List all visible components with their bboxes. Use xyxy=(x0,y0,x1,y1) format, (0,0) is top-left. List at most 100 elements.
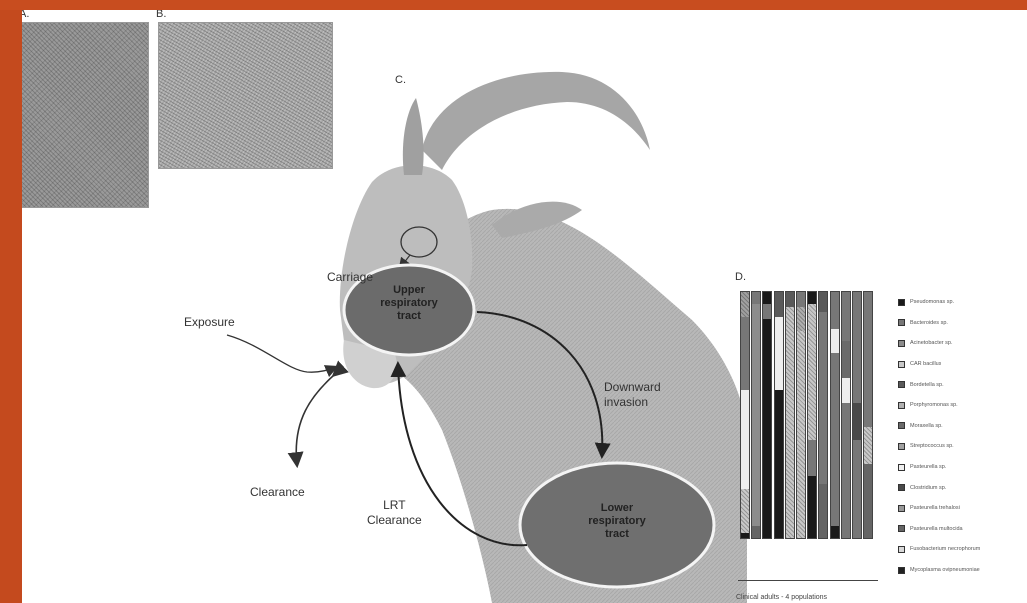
legend-item: Porphyromonas sp. xyxy=(898,395,1027,416)
bar-10-segment-4 xyxy=(842,403,850,538)
chart-caption: Clinical adults - 4 populations xyxy=(736,594,827,601)
bar-10-segment-3 xyxy=(842,378,850,403)
legend-swatch xyxy=(898,525,905,532)
stacked-bar-10 xyxy=(841,291,851,539)
legend-label: Moraxella sp. xyxy=(910,423,943,429)
legend-swatch xyxy=(898,567,905,574)
legend-label: Mycoplasma ovipneumoniae xyxy=(910,567,980,573)
legend-label: Acinetobacter sp. xyxy=(910,340,953,346)
bar-9-segment-3 xyxy=(831,353,839,525)
sheep-horn xyxy=(422,72,650,170)
bar-4-segment-2 xyxy=(775,317,783,391)
legend-swatch xyxy=(898,361,905,368)
stacked-bar-3 xyxy=(762,291,772,539)
stacked-bar-2 xyxy=(751,291,761,539)
legend-label: Pasteurella sp. xyxy=(910,464,946,470)
bar-8-segment-2 xyxy=(819,312,827,484)
legend-swatch xyxy=(898,402,905,409)
bar-12-segment-3 xyxy=(864,464,872,538)
bar-11-segment-3 xyxy=(853,440,861,538)
legend-label: Pasteurella trehalosi xyxy=(910,505,960,511)
stacked-bar-chart xyxy=(740,291,872,539)
slide-top-border xyxy=(0,0,1027,10)
bar-11-segment-1 xyxy=(853,292,861,403)
bar-12-segment-1 xyxy=(864,292,872,427)
bar-7-segment-4 xyxy=(808,476,816,538)
bar-1-segment-2 xyxy=(741,317,749,391)
bar-12-segment-2 xyxy=(864,427,872,464)
legend-item: CAR bacillus xyxy=(898,354,1027,375)
bar-6-segment-1 xyxy=(797,292,805,307)
bar-4-segment-1 xyxy=(775,292,783,317)
bar-7-segment-2 xyxy=(808,304,816,439)
legend-item: Fusobacterium necrophorum xyxy=(898,539,1027,560)
group-rule xyxy=(738,580,878,581)
bar-10-segment-2 xyxy=(842,341,850,378)
stacked-bar-12 xyxy=(863,291,873,539)
carriage-label: Carriage xyxy=(327,270,373,285)
legend-swatch xyxy=(898,319,905,326)
stacked-bar-9 xyxy=(830,291,840,539)
bar-8-segment-3 xyxy=(819,484,827,538)
stacked-bar-8 xyxy=(818,291,828,539)
legend-label: Fusobacterium necrophorum xyxy=(910,546,980,552)
legend-label: Porphyromonas sp. xyxy=(910,402,958,408)
stacked-bar-5 xyxy=(785,291,795,539)
legend-label: CAR bacillus xyxy=(910,361,941,367)
stacked-bar-7 xyxy=(807,291,817,539)
legend-swatch xyxy=(898,381,905,388)
bar-5-segment-1 xyxy=(786,292,794,307)
bar-2-segment-2 xyxy=(752,304,760,525)
legend-item: Pasteurella multocida xyxy=(898,519,1027,540)
legend-label: Streptococcus sp. xyxy=(910,443,954,449)
legend-swatch xyxy=(898,505,905,512)
legend-swatch xyxy=(898,443,905,450)
bar-1-segment-3 xyxy=(741,390,749,488)
clearance-label: Clearance xyxy=(250,485,305,500)
bar-1-segment-5 xyxy=(741,533,749,538)
sheep-diagram xyxy=(22,10,1027,603)
exposure-label: Exposure xyxy=(184,315,235,330)
bar-3-segment-1 xyxy=(763,292,771,304)
bar-7-segment-1 xyxy=(808,292,816,304)
legend-label: Bacteroides sp. xyxy=(910,320,948,326)
bar-4-segment-3 xyxy=(775,390,783,538)
legend-label: Pasteurella multocida xyxy=(910,526,963,532)
stacked-bar-4 xyxy=(774,291,784,539)
legend-swatch xyxy=(898,484,905,491)
upper-tract-label: Upper respiratory tract xyxy=(349,284,469,323)
bar-1-segment-1 xyxy=(741,292,749,317)
sheep-horn-left xyxy=(403,98,424,175)
stacked-bar-1 xyxy=(740,291,750,539)
legend-item: Bordetella sp. xyxy=(898,374,1027,395)
bar-3-segment-3 xyxy=(763,319,771,538)
bar-2-segment-1 xyxy=(752,292,760,304)
bar-8-segment-1 xyxy=(819,292,827,312)
stacked-bar-6 xyxy=(796,291,806,539)
legend-label: Pseudomonas sp. xyxy=(910,299,954,305)
clearance-arrow xyxy=(296,375,334,465)
bar-9-segment-2 xyxy=(831,329,839,354)
downward-invasion-label: Downward invasion xyxy=(604,380,661,410)
exposure-arrow xyxy=(227,335,336,372)
bar-7-segment-3 xyxy=(808,440,816,477)
legend-swatch xyxy=(898,340,905,347)
legend-item: Streptococcus sp. xyxy=(898,436,1027,457)
bar-2-segment-3 xyxy=(752,526,760,538)
chart-legend: Pseudomonas sp. Bacteroides sp. Acinetobac… xyxy=(898,292,1027,580)
legend-swatch xyxy=(898,299,905,306)
bar-9-segment-1 xyxy=(831,292,839,329)
legend-item: Pseudomonas sp. xyxy=(898,292,1027,313)
bar-1-segment-4 xyxy=(741,489,749,533)
legend-item: Pasteurella trehalosi xyxy=(898,498,1027,519)
bar-6-segment-2 xyxy=(797,307,805,332)
legend-item: Bacteroides sp. xyxy=(898,313,1027,334)
lrt-clearance-label: LRT Clearance xyxy=(367,498,422,528)
bar-6-segment-3 xyxy=(797,331,805,538)
legend-swatch xyxy=(898,422,905,429)
legend-item: Clostridium sp. xyxy=(898,477,1027,498)
lower-tract-label: Lower respiratory tract xyxy=(557,502,677,541)
bar-3-segment-2 xyxy=(763,304,771,319)
legend-label: Clostridium sp. xyxy=(910,485,946,491)
legend-item: Mycoplasma ovipneumoniae xyxy=(898,560,1027,581)
